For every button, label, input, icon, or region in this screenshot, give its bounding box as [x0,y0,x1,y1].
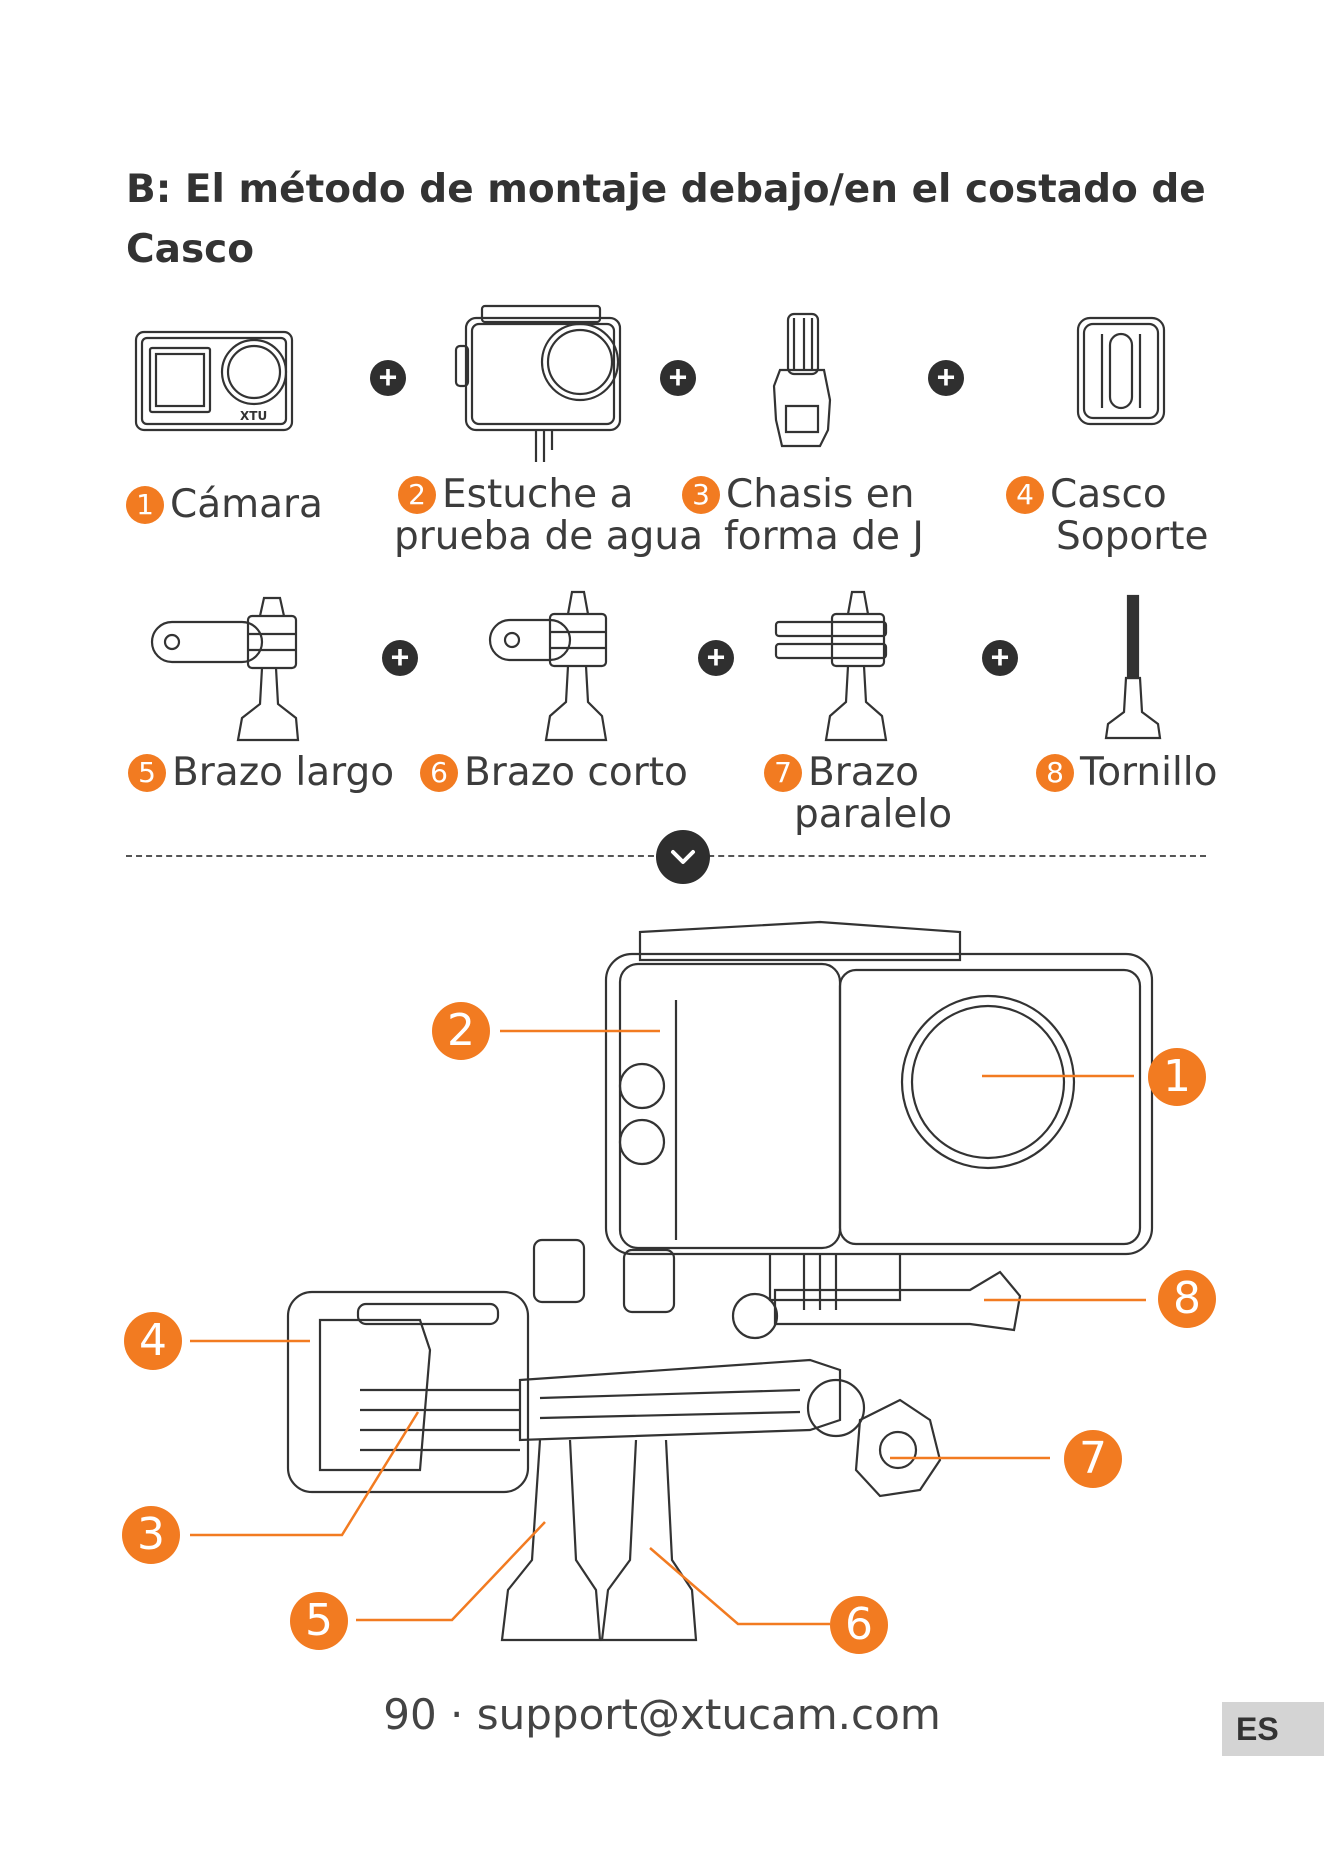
callout-3: 3 [122,1506,180,1564]
language-tab: ES [1222,1702,1324,1756]
callout-leader-lines [0,0,1324,1700]
callout-2: 2 [432,1002,490,1060]
callout-6: 6 [830,1596,888,1654]
callout-8: 8 [1158,1270,1216,1328]
callout-7: 7 [1064,1430,1122,1488]
page-footer: 90 · support@xtucam.com [0,1690,1324,1739]
callout-1: 1 [1148,1048,1206,1106]
callout-4: 4 [124,1312,182,1370]
callout-5: 5 [290,1592,348,1650]
